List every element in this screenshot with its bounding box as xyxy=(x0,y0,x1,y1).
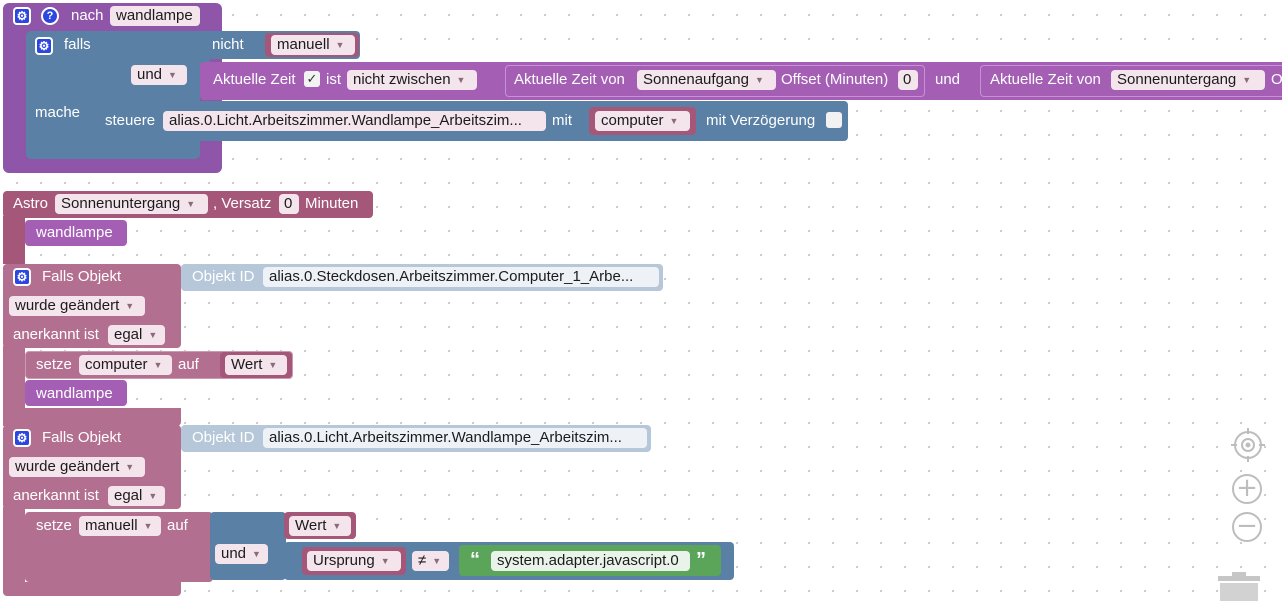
time-from-offset-field[interactable]: 0 xyxy=(898,70,918,90)
control-object-field[interactable]: alias.0.Licht.Arbeitszimmer.Wandlampe_Ar… xyxy=(163,111,546,131)
time-checkbox[interactable]: ✓ xyxy=(304,71,320,87)
time-label: Aktuelle Zeit xyxy=(213,71,296,88)
function-help-icon[interactable]: ? xyxy=(41,7,59,25)
if-gear-icon[interactable]: ⚙ xyxy=(35,37,53,55)
astro-unit-label: Minuten xyxy=(305,195,359,212)
time-to-label: Aktuelle Zeit von xyxy=(990,71,1101,88)
trigger2-label: Falls Objekt xyxy=(42,429,122,446)
trigger2-gear-icon[interactable]: ⚙ xyxy=(13,429,31,447)
trigger1-value-dropdown[interactable]: Wert▼ xyxy=(225,355,287,375)
if-label: falls xyxy=(64,36,91,53)
function-gear-icon[interactable]: ⚙ xyxy=(13,7,31,25)
trigger2-quote-close: ” xyxy=(696,549,706,571)
trigger1-set-label: setze xyxy=(36,356,72,373)
trigger2-set-var-dropdown[interactable]: manuell▼ xyxy=(79,516,161,536)
trigger1-block-body xyxy=(3,346,25,426)
trigger1-ack-label: anerkannt ist xyxy=(13,326,99,343)
trigger1-objid-label: Objekt ID xyxy=(192,268,255,285)
trigger1-gear-icon[interactable]: ⚙ xyxy=(13,268,31,286)
trigger1-call-label: wandlampe xyxy=(36,385,113,402)
time-and-label: und xyxy=(935,71,961,88)
function-name-field[interactable]: wandlampe xyxy=(110,6,200,26)
time-to-dropdown[interactable]: Sonnenuntergang▼ xyxy=(1111,70,1265,90)
time-from-dropdown[interactable]: Sonnenaufgang▼ xyxy=(637,70,776,90)
trigger2-set-label: setze xyxy=(36,517,72,534)
trigger2-quote-open: “ xyxy=(470,549,480,571)
trigger2-objid-field[interactable]: alias.0.Licht.Arbeitszimmer.Wandlampe_Ar… xyxy=(263,428,647,448)
zoom-in-icon[interactable]: + xyxy=(1232,474,1262,504)
trigger2-compare-op-dropdown[interactable]: ≠▼ xyxy=(412,551,449,571)
trash-icon[interactable] xyxy=(1216,570,1262,601)
astro-offset-field[interactable]: 0 xyxy=(279,194,299,214)
astro-block-body xyxy=(3,216,25,264)
trigger1-block-foot xyxy=(3,408,181,426)
trigger2-to-label: auf xyxy=(167,517,188,534)
trigger1-changed-dropdown[interactable]: wurde geändert▼ xyxy=(9,296,145,316)
do-label: mache xyxy=(35,104,81,121)
time-from-offset-label: Offset (Minuten) xyxy=(781,71,889,88)
trigger2-value-dropdown[interactable]: Wert▼ xyxy=(289,516,351,536)
trigger2-ack-dropdown[interactable]: egal▼ xyxy=(108,486,165,506)
time-from-label: Aktuelle Zeit von xyxy=(514,71,625,88)
if-block-condition-arm xyxy=(126,31,210,97)
trigger1-to-label: auf xyxy=(178,356,199,373)
function-title-label: nach xyxy=(71,7,104,24)
trigger1-ack-dropdown[interactable]: egal▼ xyxy=(108,325,165,345)
time-operator-dropdown[interactable]: nicht zwischen▼ xyxy=(347,70,477,90)
trigger2-and-dropdown[interactable]: und▼ xyxy=(215,544,268,564)
time-is-label: ist xyxy=(326,71,341,88)
trigger2-ack-label: anerkannt ist xyxy=(13,487,99,504)
trigger1-label: Falls Objekt xyxy=(42,268,122,285)
trigger2-changed-dropdown[interactable]: wurde geändert▼ xyxy=(9,457,145,477)
astro-label: Astro xyxy=(13,195,49,212)
astro-call-label: wandlampe xyxy=(36,224,113,241)
trigger1-call-wandlampe[interactable] xyxy=(25,380,127,406)
astro-call-wandlampe[interactable] xyxy=(25,220,127,246)
astro-event-dropdown[interactable]: Sonnenuntergang▼ xyxy=(55,194,208,214)
variable-manuell-dropdown[interactable]: manuell▼ xyxy=(271,35,355,55)
recenter-icon[interactable] xyxy=(1231,428,1265,462)
trigger2-origin-dropdown[interactable]: Ursprung▼ xyxy=(307,551,401,571)
time-to-overflow-label: O xyxy=(1271,71,1282,88)
control-label: steuere xyxy=(105,112,156,129)
trigger2-objid-label: Objekt ID xyxy=(192,429,255,446)
logic-and-dropdown[interactable]: und▼ xyxy=(131,65,187,85)
trigger1-objid-field[interactable]: alias.0.Steckdosen.Arbeitszimmer.Compute… xyxy=(263,267,659,287)
control-with-label: mit xyxy=(552,112,572,129)
astro-offset-label: , Versatz xyxy=(213,195,272,212)
variable-computer-dropdown[interactable]: computer▼ xyxy=(595,111,690,131)
not-label: nicht xyxy=(212,36,244,53)
trigger2-string-field[interactable]: system.adapter.javascript.0 xyxy=(491,551,690,571)
control-delay-label: mit Verzögerung xyxy=(706,112,816,129)
trigger2-block-body xyxy=(3,507,25,587)
zoom-out-icon[interactable]: − xyxy=(1232,512,1262,542)
trigger2-block-foot xyxy=(3,582,181,596)
trigger1-set-var-dropdown[interactable]: computer▼ xyxy=(79,355,172,375)
control-delay-checkbox[interactable] xyxy=(826,112,842,128)
